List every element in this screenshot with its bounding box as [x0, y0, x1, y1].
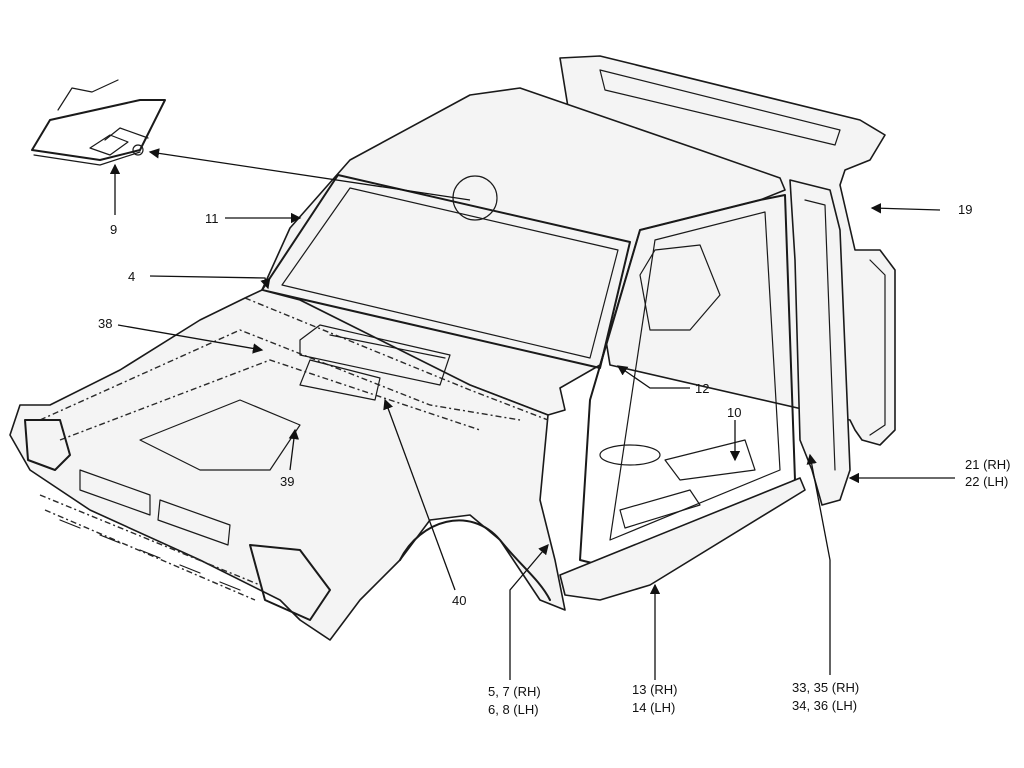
- label-40: 40: [452, 593, 466, 608]
- label-10: 10: [727, 405, 741, 420]
- roof-and-cab: [261, 87, 806, 601]
- label-9: 9: [110, 222, 117, 237]
- part-labels: 9 11 4 38 39 40 12 10 19 21 (RH) 22 (LH)…: [98, 202, 1011, 717]
- label-34-36-lh: 34, 36 (LH): [792, 698, 857, 713]
- front-structure: [9, 289, 566, 641]
- label-33-35-rh: 33, 35 (RH): [792, 680, 859, 695]
- label-21-rh: 21 (RH): [965, 457, 1011, 472]
- label-39: 39: [280, 474, 294, 489]
- label-19: 19: [958, 202, 972, 217]
- label-13-rh: 13 (RH): [632, 682, 678, 697]
- leader-lines: [109, 148, 955, 680]
- label-22-lh: 22 (LH): [965, 474, 1008, 489]
- label-4: 4: [128, 269, 135, 284]
- side-panel-rear: [789, 179, 851, 506]
- label-14-lh: 14 (LH): [632, 700, 675, 715]
- label-38: 38: [98, 316, 112, 331]
- label-11: 11: [205, 211, 219, 226]
- label-5-7-rh: 5, 7 (RH): [488, 684, 541, 699]
- label-6-8-lh: 6, 8 (LH): [488, 702, 539, 717]
- label-12: 12: [695, 381, 709, 396]
- inset-detail-section: [31, 79, 166, 166]
